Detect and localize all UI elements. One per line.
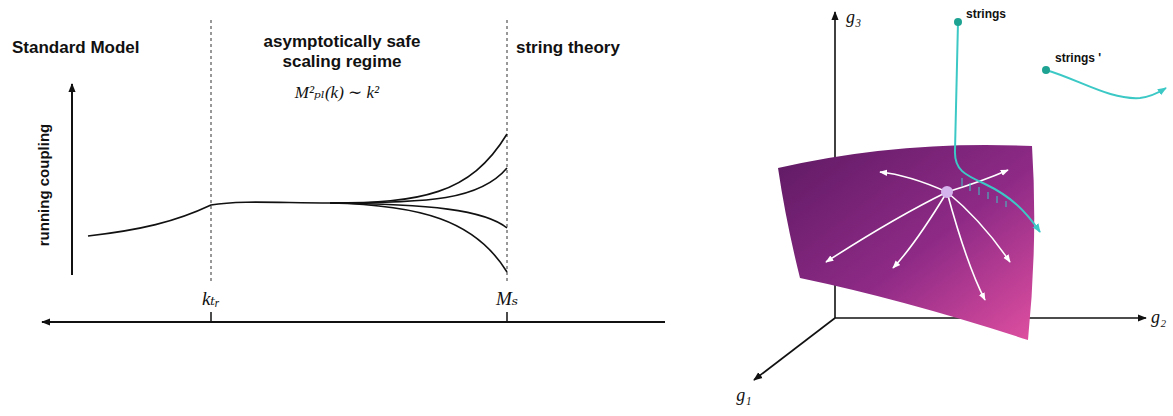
axis-tick xyxy=(210,312,212,322)
flow-line xyxy=(947,192,985,300)
projection-tick xyxy=(1006,201,1007,207)
flow-line xyxy=(893,192,947,268)
flow-lines xyxy=(826,170,1010,300)
projection-tick xyxy=(997,196,998,203)
divider-line xyxy=(211,20,212,282)
region-label: Standard Model xyxy=(12,38,140,58)
coupling-curve xyxy=(330,203,507,228)
rg-trajectory xyxy=(955,22,1040,232)
coupling-curve xyxy=(330,168,507,203)
projection-tick xyxy=(988,192,989,199)
coupling-curve xyxy=(88,202,330,236)
trajectory-label: strings xyxy=(966,7,1006,21)
projection-tick xyxy=(970,183,971,191)
formula: M²ₚₗ(k) ∼ k² xyxy=(295,83,379,103)
coupling-curves xyxy=(88,134,507,272)
g1-axis xyxy=(754,318,835,380)
axis-label: g₂ xyxy=(1151,307,1166,329)
projection-tick xyxy=(979,187,980,195)
flow-line xyxy=(880,172,947,192)
divider-line xyxy=(507,20,508,282)
axis-label: running coupling xyxy=(35,124,53,246)
axis-label: g₃ xyxy=(846,7,861,29)
critical-surface xyxy=(778,145,1034,340)
trajectory-label: strings ' xyxy=(1055,51,1101,65)
axis-tick xyxy=(506,312,508,322)
y-axis xyxy=(71,84,73,275)
coupling-curve xyxy=(330,134,507,203)
rg-trajectory xyxy=(1046,70,1166,98)
axis-label: g₁ xyxy=(736,385,751,407)
x-axis xyxy=(42,321,665,323)
trajectory-start xyxy=(954,18,962,26)
axis-tick-label: Mₛ xyxy=(496,288,518,311)
region-label: asymptotically safe scaling regime xyxy=(242,32,442,73)
projection-tick xyxy=(962,178,963,186)
trajectory-start xyxy=(1042,66,1050,74)
flow-line xyxy=(826,192,947,262)
axis-tick-label: kₜᵣ xyxy=(202,288,220,311)
region-label: string theory xyxy=(516,38,620,58)
fixed-point xyxy=(941,186,953,198)
coupling-curve xyxy=(330,203,507,272)
